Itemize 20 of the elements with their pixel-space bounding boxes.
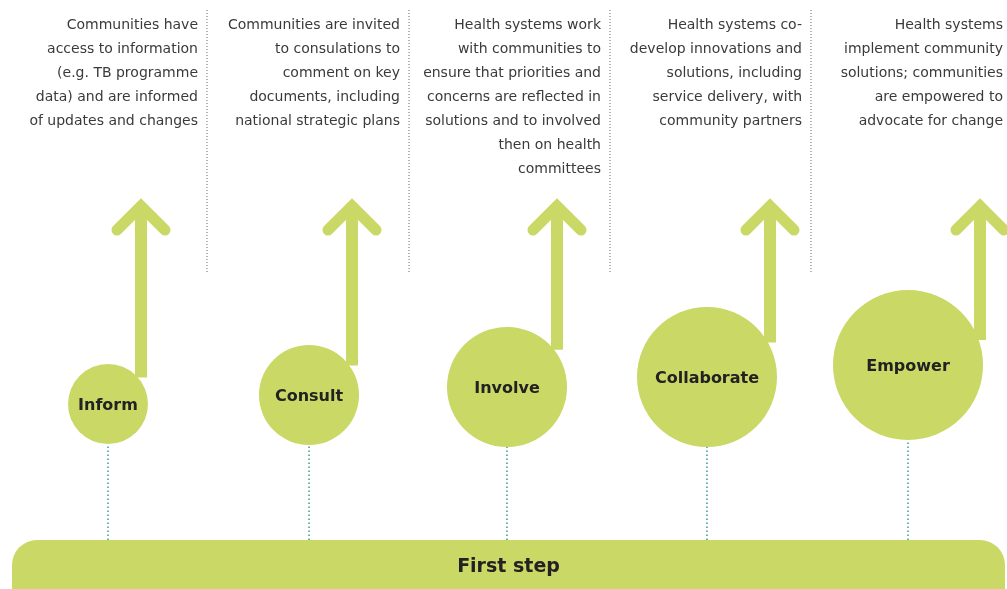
stage-label: Empower — [866, 355, 950, 375]
stage-label: Inform — [78, 394, 138, 414]
arrow — [950, 200, 1007, 340]
description-text: Communities are invited to consulations to comment on key documents, including national strategic plans — [227, 15, 400, 130]
connector-line — [308, 444, 310, 541]
arrow — [527, 200, 587, 350]
connector-line — [506, 446, 508, 541]
description-text: Health systems co-develop innovations and solutions, including service delivery, with community partners — [628, 15, 802, 130]
description-text: Health systems implement community solutions; communities are empowered to advocate for change — [839, 15, 1003, 130]
base-bar — [12, 540, 1005, 589]
arrow — [322, 200, 382, 366]
bar-label: First step — [457, 553, 560, 576]
stage-label: Involve — [474, 377, 540, 397]
arrow — [740, 200, 800, 343]
description-text: Communities have access to information (e.g. TB programme data) and are informed of updates and changes — [28, 15, 198, 130]
stage-label: Consult — [274, 385, 344, 405]
description-text: Health systems work with communities to ensure that priorities and concerns are reflected in solutions and to involved then on health committees — [422, 15, 601, 178]
connector-line — [706, 446, 708, 541]
stage-label: Collaborate — [654, 367, 760, 387]
arrow — [111, 200, 171, 378]
